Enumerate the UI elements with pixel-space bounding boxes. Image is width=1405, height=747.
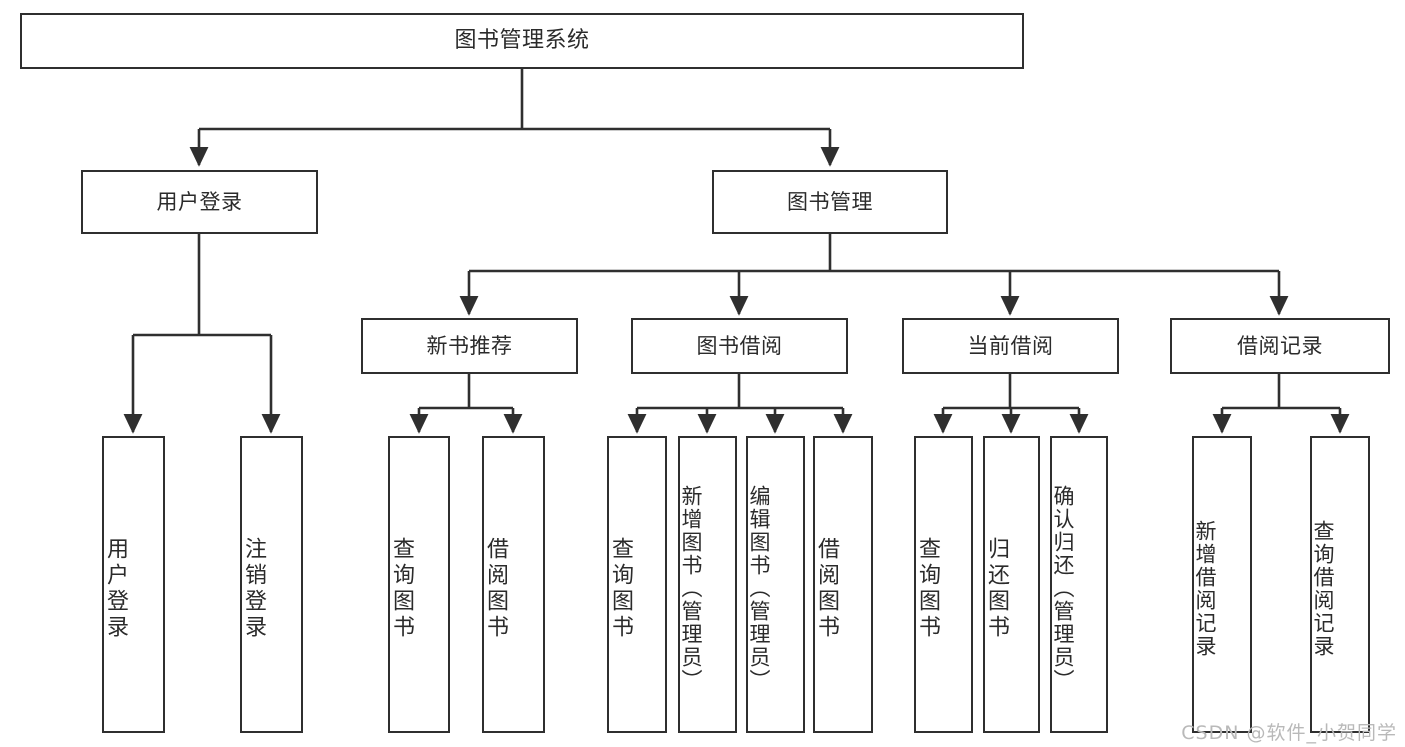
leaf-user-login-label: 用户登录: [103, 536, 128, 641]
leaf-confirm-return-label: 确认归还（管理员）: [1051, 485, 1075, 692]
leaf-query-record[interactable]: 查询借阅记录: [1310, 436, 1370, 733]
node-current-borrow-label: 当前借阅: [967, 333, 1054, 358]
leaf-borrow-book-2-label: 借阅图书: [814, 536, 839, 641]
node-user-login[interactable]: 用户登录: [81, 170, 318, 234]
leaf-add-book[interactable]: 新增图书（管理员）: [678, 436, 737, 733]
node-borrow-record[interactable]: 借阅记录: [1170, 318, 1390, 374]
leaf-return-book-label: 归还图书: [984, 536, 1009, 641]
leaf-user-login[interactable]: 用户登录: [102, 436, 165, 733]
leaf-query-book-2[interactable]: 查询图书: [607, 436, 667, 733]
leaf-user-logout[interactable]: 注销登录: [240, 436, 303, 733]
leaf-add-book-label: 新增图书（管理员）: [679, 485, 703, 692]
leaf-user-logout-label: 注销登录: [241, 536, 266, 641]
leaf-borrow-book-1-label: 借阅图书: [483, 536, 508, 641]
leaf-return-book[interactable]: 归还图书: [983, 436, 1040, 733]
leaf-query-record-label: 查询借阅记录: [1311, 519, 1335, 658]
leaf-query-book-2-label: 查询图书: [608, 536, 633, 641]
leaf-query-book-1[interactable]: 查询图书: [388, 436, 450, 733]
leaf-confirm-return[interactable]: 确认归还（管理员）: [1050, 436, 1108, 733]
node-root-system[interactable]: 图书管理系统: [20, 13, 1024, 69]
node-user-login-label: 用户登录: [156, 189, 243, 214]
leaf-query-book-3-label: 查询图书: [915, 536, 940, 641]
leaf-query-book-3[interactable]: 查询图书: [914, 436, 973, 733]
node-book-borrow[interactable]: 图书借阅: [631, 318, 848, 374]
node-book-manage[interactable]: 图书管理: [712, 170, 948, 234]
node-current-borrow[interactable]: 当前借阅: [902, 318, 1119, 374]
leaf-borrow-book-2[interactable]: 借阅图书: [813, 436, 873, 733]
leaf-edit-book-label: 编辑图书（管理员）: [747, 485, 771, 692]
node-root-label: 图书管理系统: [454, 28, 590, 54]
leaf-edit-book[interactable]: 编辑图书（管理员）: [746, 436, 805, 733]
leaf-add-record[interactable]: 新增借阅记录: [1192, 436, 1252, 733]
node-new-book-recommend-label: 新书推荐: [426, 333, 513, 358]
leaf-query-book-1-label: 查询图书: [389, 536, 414, 641]
leaf-borrow-book-1[interactable]: 借阅图书: [482, 436, 545, 733]
leaf-add-record-label: 新增借阅记录: [1193, 519, 1217, 658]
node-new-book-recommend[interactable]: 新书推荐: [361, 318, 578, 374]
node-borrow-record-label: 借阅记录: [1237, 333, 1323, 358]
node-book-borrow-label: 图书借阅: [696, 333, 783, 358]
node-book-manage-label: 图书管理: [787, 189, 873, 214]
